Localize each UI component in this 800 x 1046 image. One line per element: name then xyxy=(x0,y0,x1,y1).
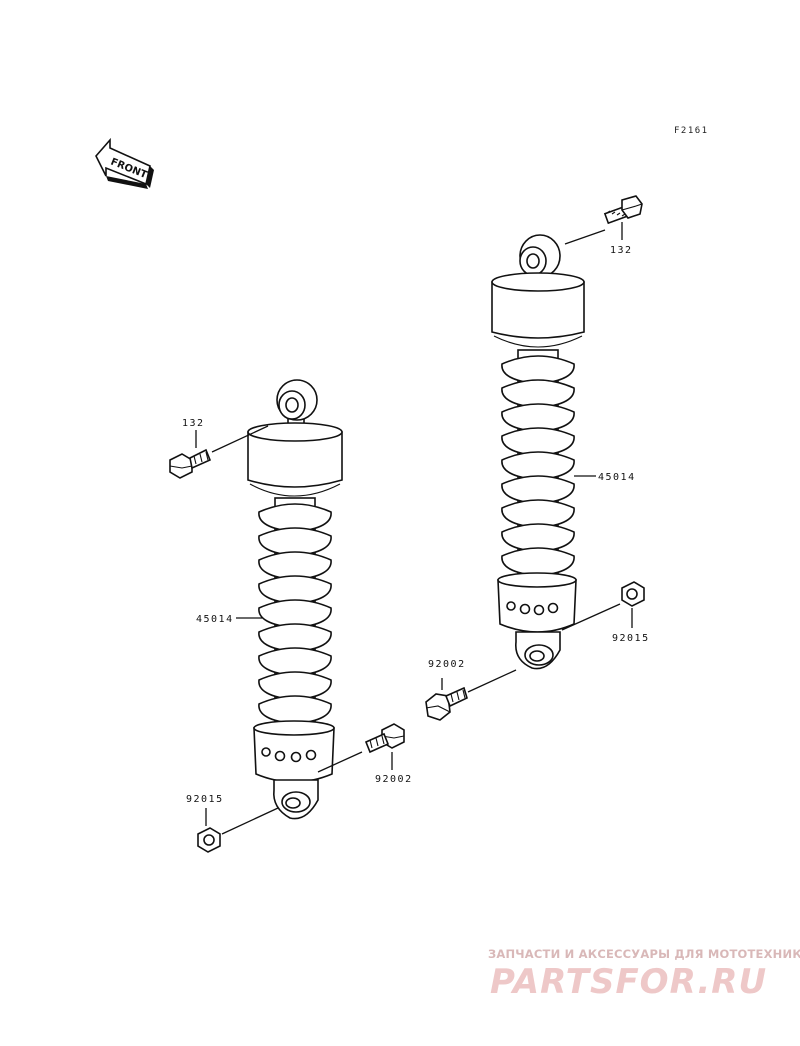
spring-coils-left xyxy=(258,503,332,725)
callout-45014-right: 45014 xyxy=(598,472,636,483)
callout-92015-right: 92015 xyxy=(612,633,650,644)
callout-132-right: 132 xyxy=(610,245,633,256)
callout-45014-left: 45014 xyxy=(196,614,234,625)
shock-absorber-right xyxy=(491,234,585,670)
callout-92002-right: 92002 xyxy=(428,659,466,670)
shock-absorber-left xyxy=(247,379,343,820)
nut-92015-left xyxy=(197,807,279,853)
figure-code: F2161 xyxy=(674,126,709,136)
callout-132-left: 132 xyxy=(182,418,205,429)
bolt-92002-left xyxy=(317,723,405,773)
nut-92015-right xyxy=(561,581,645,631)
watermark-tagline: ЗАПЧАСТИ И АКСЕССУАРЫ ДЛЯ МОТОТЕХНИКИ xyxy=(488,947,800,961)
bolt-92002-right xyxy=(425,669,517,721)
callout-92015-left: 92015 xyxy=(186,794,224,805)
spring-coils-right xyxy=(501,355,575,577)
watermark-logo: PARTSFOR.RU xyxy=(490,962,768,1002)
callout-92002-left: 92002 xyxy=(375,774,413,785)
front-arrow-icon: FRONT xyxy=(95,137,154,189)
bolt-132-right xyxy=(564,195,643,245)
bolt-132-left xyxy=(169,425,269,479)
